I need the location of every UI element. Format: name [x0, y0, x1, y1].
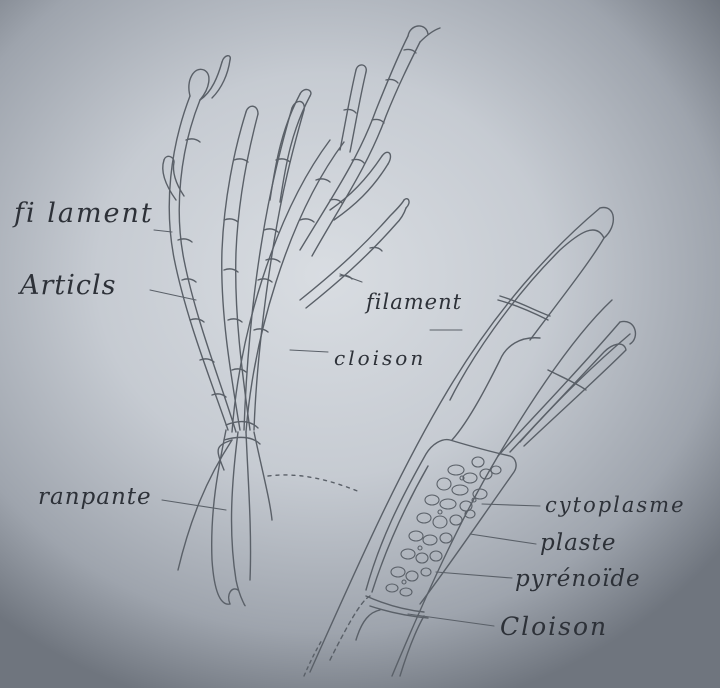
label-cloison-bottom: Cloison [500, 612, 608, 641]
label-cytoplasme: cytoplasme [545, 493, 686, 517]
cytoplasm-texture [386, 457, 501, 596]
filament-tuft [163, 26, 440, 606]
label-filament-right: filament [366, 290, 462, 314]
label-rampante: ranpante [38, 484, 152, 510]
label-cloison-top: cloison [334, 346, 426, 370]
cell-detail [304, 208, 635, 676]
label-pyrenoide: pyrénoïde [515, 566, 641, 592]
label-articles: Articls [20, 270, 117, 301]
leader-lines [150, 230, 540, 626]
label-filament-left: fi lament [14, 198, 154, 229]
label-plaste: plaste [540, 530, 616, 556]
